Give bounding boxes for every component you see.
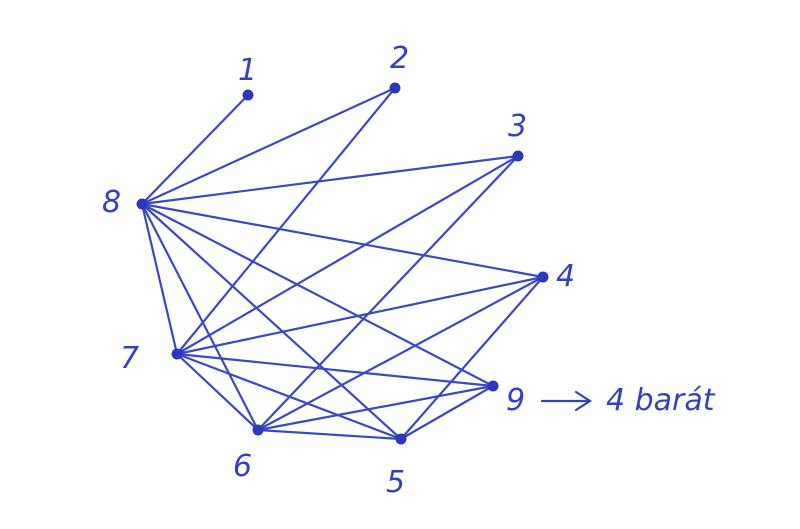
- node-label-6: 6: [233, 449, 252, 484]
- edge-7-9: [175, 352, 495, 388]
- edge-8-4: [140, 202, 545, 279]
- edge-8-5: [140, 202, 403, 441]
- node-label-9: 9: [506, 383, 525, 418]
- node-label-4: 4: [556, 259, 575, 294]
- edge-6-3: [256, 154, 520, 432]
- edge-8-1: [140, 93, 250, 206]
- node-label-5: 5: [386, 465, 405, 500]
- node-1: [242, 89, 254, 101]
- node-7: [171, 348, 183, 360]
- arrow-line: [540, 390, 593, 412]
- node-3: [512, 150, 524, 162]
- edge-6-4: [256, 275, 545, 432]
- graph-nodes: 1 2 3 4 5 6 7 8 9: [102, 41, 575, 500]
- node-5: [395, 433, 407, 445]
- annotation: 4 barát: [540, 383, 716, 418]
- node-label-1: 1: [238, 53, 257, 88]
- annotation-text: 4 barát: [606, 383, 716, 418]
- edge-8-7: [140, 202, 179, 356]
- node-8: [136, 198, 148, 210]
- edge-8-6: [140, 202, 260, 432]
- node-9: [487, 380, 499, 392]
- edge-5-4: [399, 275, 545, 441]
- edge-6-9: [256, 384, 495, 432]
- edge-7-6: [175, 352, 260, 432]
- node-label-3: 3: [508, 109, 527, 144]
- edge-6-5: [256, 428, 403, 441]
- node-label-7: 7: [120, 341, 139, 376]
- edge-5-9: [399, 384, 495, 441]
- graph-edges: [140, 86, 545, 441]
- node-4: [537, 271, 549, 283]
- edge-7-3: [175, 154, 520, 356]
- node-label-2: 2: [390, 41, 409, 76]
- edge-8-3: [140, 154, 520, 206]
- node-6: [252, 424, 264, 436]
- edge-7-4: [175, 275, 545, 356]
- node-label-8: 8: [102, 185, 121, 220]
- edge-8-9: [140, 202, 495, 388]
- edge-7-2: [175, 86, 397, 356]
- node-2: [389, 82, 401, 94]
- edge-8-2: [140, 86, 397, 206]
